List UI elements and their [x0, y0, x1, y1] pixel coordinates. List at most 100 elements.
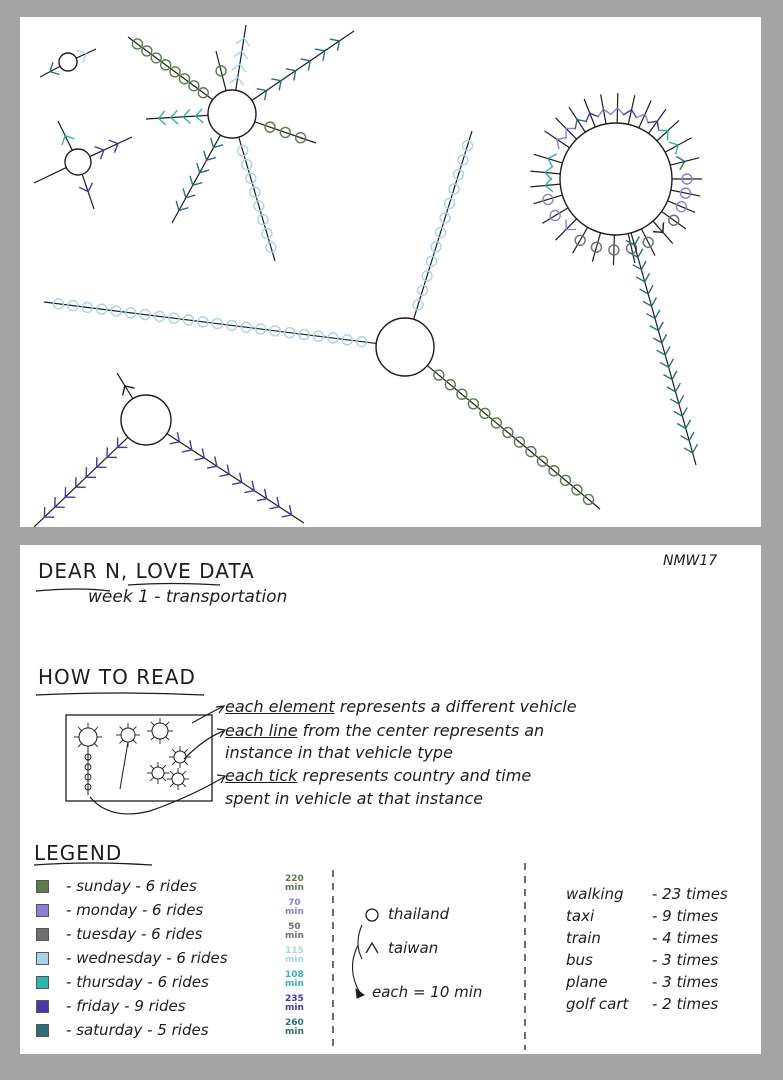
thailand-tick: [150, 52, 162, 64]
taiwan-tick: [108, 139, 119, 145]
taiwan-tick: [336, 40, 341, 51]
thailand-tick: [141, 45, 153, 57]
spoke-line: [127, 36, 214, 101]
taiwan-tick: [251, 480, 255, 491]
taiwan-tick: [213, 144, 224, 149]
arrow-head: [215, 705, 226, 714]
legend-day: saturday: [76, 1021, 143, 1039]
thailand-tick: [513, 436, 526, 448]
thailand-tick: [461, 139, 474, 152]
thailand-tick: [439, 212, 451, 224]
thailand-tick: [548, 465, 560, 477]
taiwan-tick: [199, 169, 210, 174]
tick-keyword: each tick: [225, 766, 298, 785]
thailand-tick: [264, 121, 276, 133]
thailand-tick: [182, 314, 195, 326]
thailand-tick: [257, 213, 269, 226]
thailand-tick: [261, 227, 273, 240]
scale-arrow: [351, 944, 361, 994]
thailand-tick: [249, 186, 261, 198]
mini-hub: [171, 772, 185, 786]
spoke-line: [591, 232, 602, 262]
legend-minutes-unit: min: [285, 907, 304, 917]
mini-spoke: [161, 776, 167, 782]
legend-minutes-unit: min: [285, 883, 304, 893]
spoke-line: [661, 211, 687, 230]
thailand-tick: [298, 328, 310, 341]
taiwan-tick: [649, 325, 659, 332]
heading-underline: [33, 862, 153, 866]
mini-tick: [84, 773, 92, 781]
thailand-tick: [430, 241, 442, 253]
taiwan-tick: [668, 141, 679, 146]
legend-day: monday: [76, 901, 138, 919]
spoke-line: [215, 50, 227, 91]
taiwan-tick: [680, 435, 690, 442]
taiwan-tick: [76, 49, 87, 55]
thailand-tick: [211, 317, 224, 330]
vehicle-count: - 2 times: [652, 995, 719, 1013]
thailand-tick: [245, 172, 257, 185]
legend-minutes-unit: min: [285, 1027, 304, 1037]
spoke-line: [238, 136, 276, 262]
taiwan-tick: [189, 440, 193, 451]
thailand-tick: [178, 73, 191, 85]
taiwan-tick: [647, 120, 658, 124]
taiwan-tick: [182, 116, 192, 124]
spoke-line: [426, 365, 601, 510]
legend-row-tuesday: - tuesday - 6 rides: [66, 925, 203, 943]
mini-stem: [119, 741, 129, 790]
taiwan-tick: [544, 184, 554, 193]
thailand-tick: [416, 284, 429, 297]
mini-spoke: [161, 764, 167, 770]
taiwan-tick: [609, 107, 618, 116]
thailand-tick: [159, 59, 172, 71]
heading-underline: [35, 692, 205, 696]
taiwan-tick: [124, 385, 135, 389]
taiwan-tick: [49, 70, 60, 76]
thailand-tick: [81, 301, 94, 314]
thailand-tick: [421, 270, 433, 282]
legend-minutes-unit: min: [285, 1003, 304, 1013]
taiwan-tick: [644, 113, 650, 124]
thailand-label: thailand: [388, 905, 450, 923]
vehicle-count: - 23 times: [652, 885, 728, 903]
mini-tick: [84, 783, 92, 791]
mini-spoke: [169, 782, 175, 788]
taiwan-tick: [329, 38, 340, 42]
thailand-tick: [168, 312, 180, 324]
taiwan-tick: [666, 386, 676, 393]
legend-rides: 6 rides: [176, 949, 228, 967]
vehicle-name: train: [566, 929, 601, 947]
taiwan-tick: [239, 63, 247, 73]
taiwan-tick: [640, 260, 647, 270]
taiwan-tick: [195, 115, 204, 124]
line-1-text: represents a different vehicle: [339, 697, 577, 716]
thailand-tick: [153, 310, 166, 323]
taiwan-tick: [201, 448, 206, 459]
mini-spoke: [171, 748, 177, 754]
spoke-line: [171, 134, 221, 224]
thailand-tick: [67, 299, 79, 312]
taiwan-tick: [597, 108, 604, 118]
legend-swatch-monday: [36, 904, 49, 917]
taiwan-tick: [630, 109, 638, 119]
thailand-tick: [294, 132, 307, 144]
thailand-tick: [433, 369, 445, 381]
taiwan-tick: [685, 419, 692, 429]
thailand-tick: [582, 493, 595, 506]
taiwan-tick: [314, 48, 325, 52]
thailand-tick: [279, 126, 292, 139]
scale-arrow-head: [355, 987, 365, 999]
taiwan-symbol: [365, 941, 379, 954]
thailand-tick: [124, 307, 137, 319]
taiwan-tick: [182, 188, 187, 199]
spoke-line: [670, 189, 701, 197]
taiwan-tick: [281, 514, 292, 518]
spoke-line: [667, 200, 696, 214]
